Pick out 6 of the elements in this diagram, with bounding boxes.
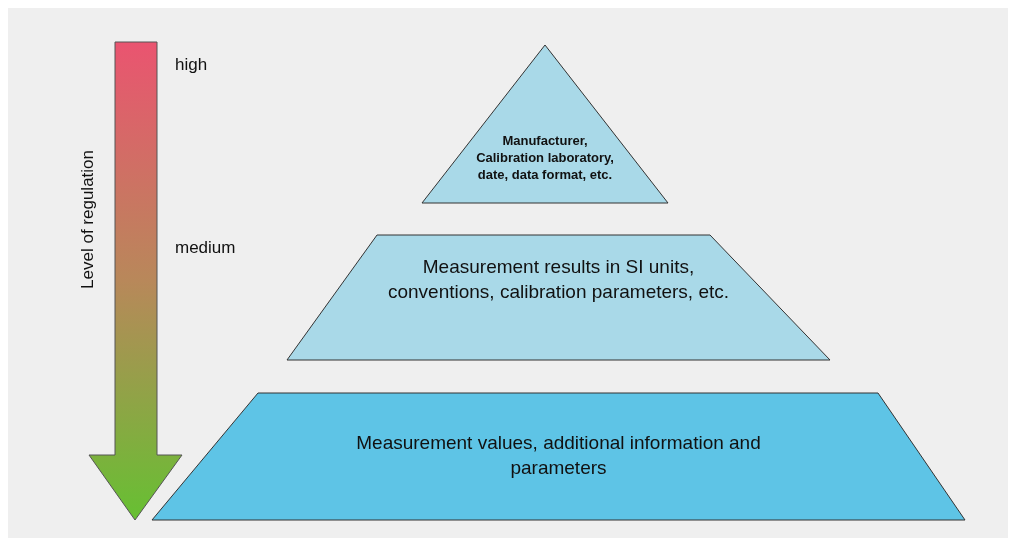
scale-label: high xyxy=(175,55,208,75)
scale-label: medium xyxy=(175,238,236,258)
tier-text: Measurement results in SI units, conventions, calibration parameters, etc. xyxy=(386,255,731,304)
tier-text: Measurement values, additional information and parameters xyxy=(355,431,762,480)
axis-title: Level of regulation xyxy=(78,150,98,289)
tier-text: Manufacturer, Calibration laboratory, date, data format, etc. xyxy=(475,133,615,184)
